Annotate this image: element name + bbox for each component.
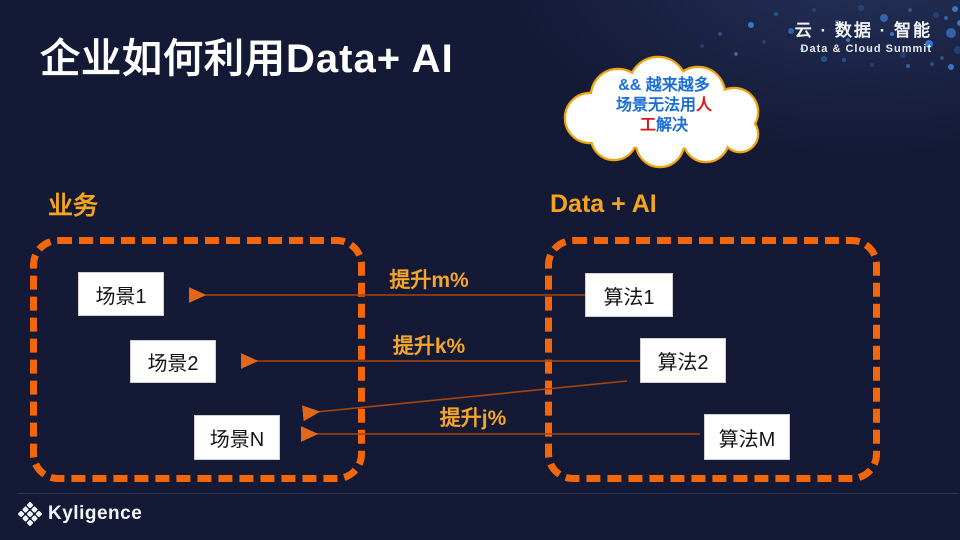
summit-logo: 云 · 数据 · 智能 Data & Cloud Summit (795, 16, 932, 55)
cloud-callout: && 越来越多 场景无法用人 工解决 (548, 54, 780, 172)
node-scene-1: 场景1 (78, 272, 164, 316)
cloud-line-1: && 越来越多 (618, 77, 710, 94)
data-ai-group-box (545, 237, 880, 482)
cloud-line3-red: 工 (639, 117, 656, 134)
kyligence-logo-text: Kyligence (48, 503, 143, 524)
cloud-text: && 越来越多 场景无法用人 工解决 (548, 76, 780, 136)
node-scene-n: 场景N (194, 415, 280, 460)
node-scene-2: 场景2 (130, 340, 216, 383)
page-title: 企业如何利用Data+ AI (40, 37, 454, 81)
group-label-business: 业务 (48, 192, 99, 220)
cloud-line-2: 场景无法用人 (548, 96, 780, 116)
cloud-line2-blue: 场景无法用 (615, 97, 696, 114)
node-algo-2: 算法2 (640, 338, 726, 383)
cloud-line-3: 工解决 (548, 116, 780, 136)
business-group-box (30, 237, 365, 482)
arrow-label-j: 提升j% (439, 407, 507, 430)
node-algo-m: 算法M (704, 414, 790, 460)
cloud-line3-blue: 解决 (656, 117, 689, 134)
summit-logo-en: Data & Cloud Summit (800, 43, 932, 55)
footer-divider (18, 493, 958, 494)
summit-logo-cn: 云 · 数据 · 智能 (794, 21, 932, 40)
group-label-data-ai: Data + AI (550, 190, 657, 218)
kyligence-diamond-icon (18, 502, 42, 526)
node-algo-1: 算法1 (585, 273, 673, 317)
cloud-shape (563, 55, 760, 169)
arrow-label-m: 提升m% (389, 269, 469, 292)
arrow-label-k: 提升k% (392, 335, 466, 358)
kyligence-logo: Kyligence (18, 502, 142, 526)
cloud-line2-red: 人 (696, 97, 713, 114)
